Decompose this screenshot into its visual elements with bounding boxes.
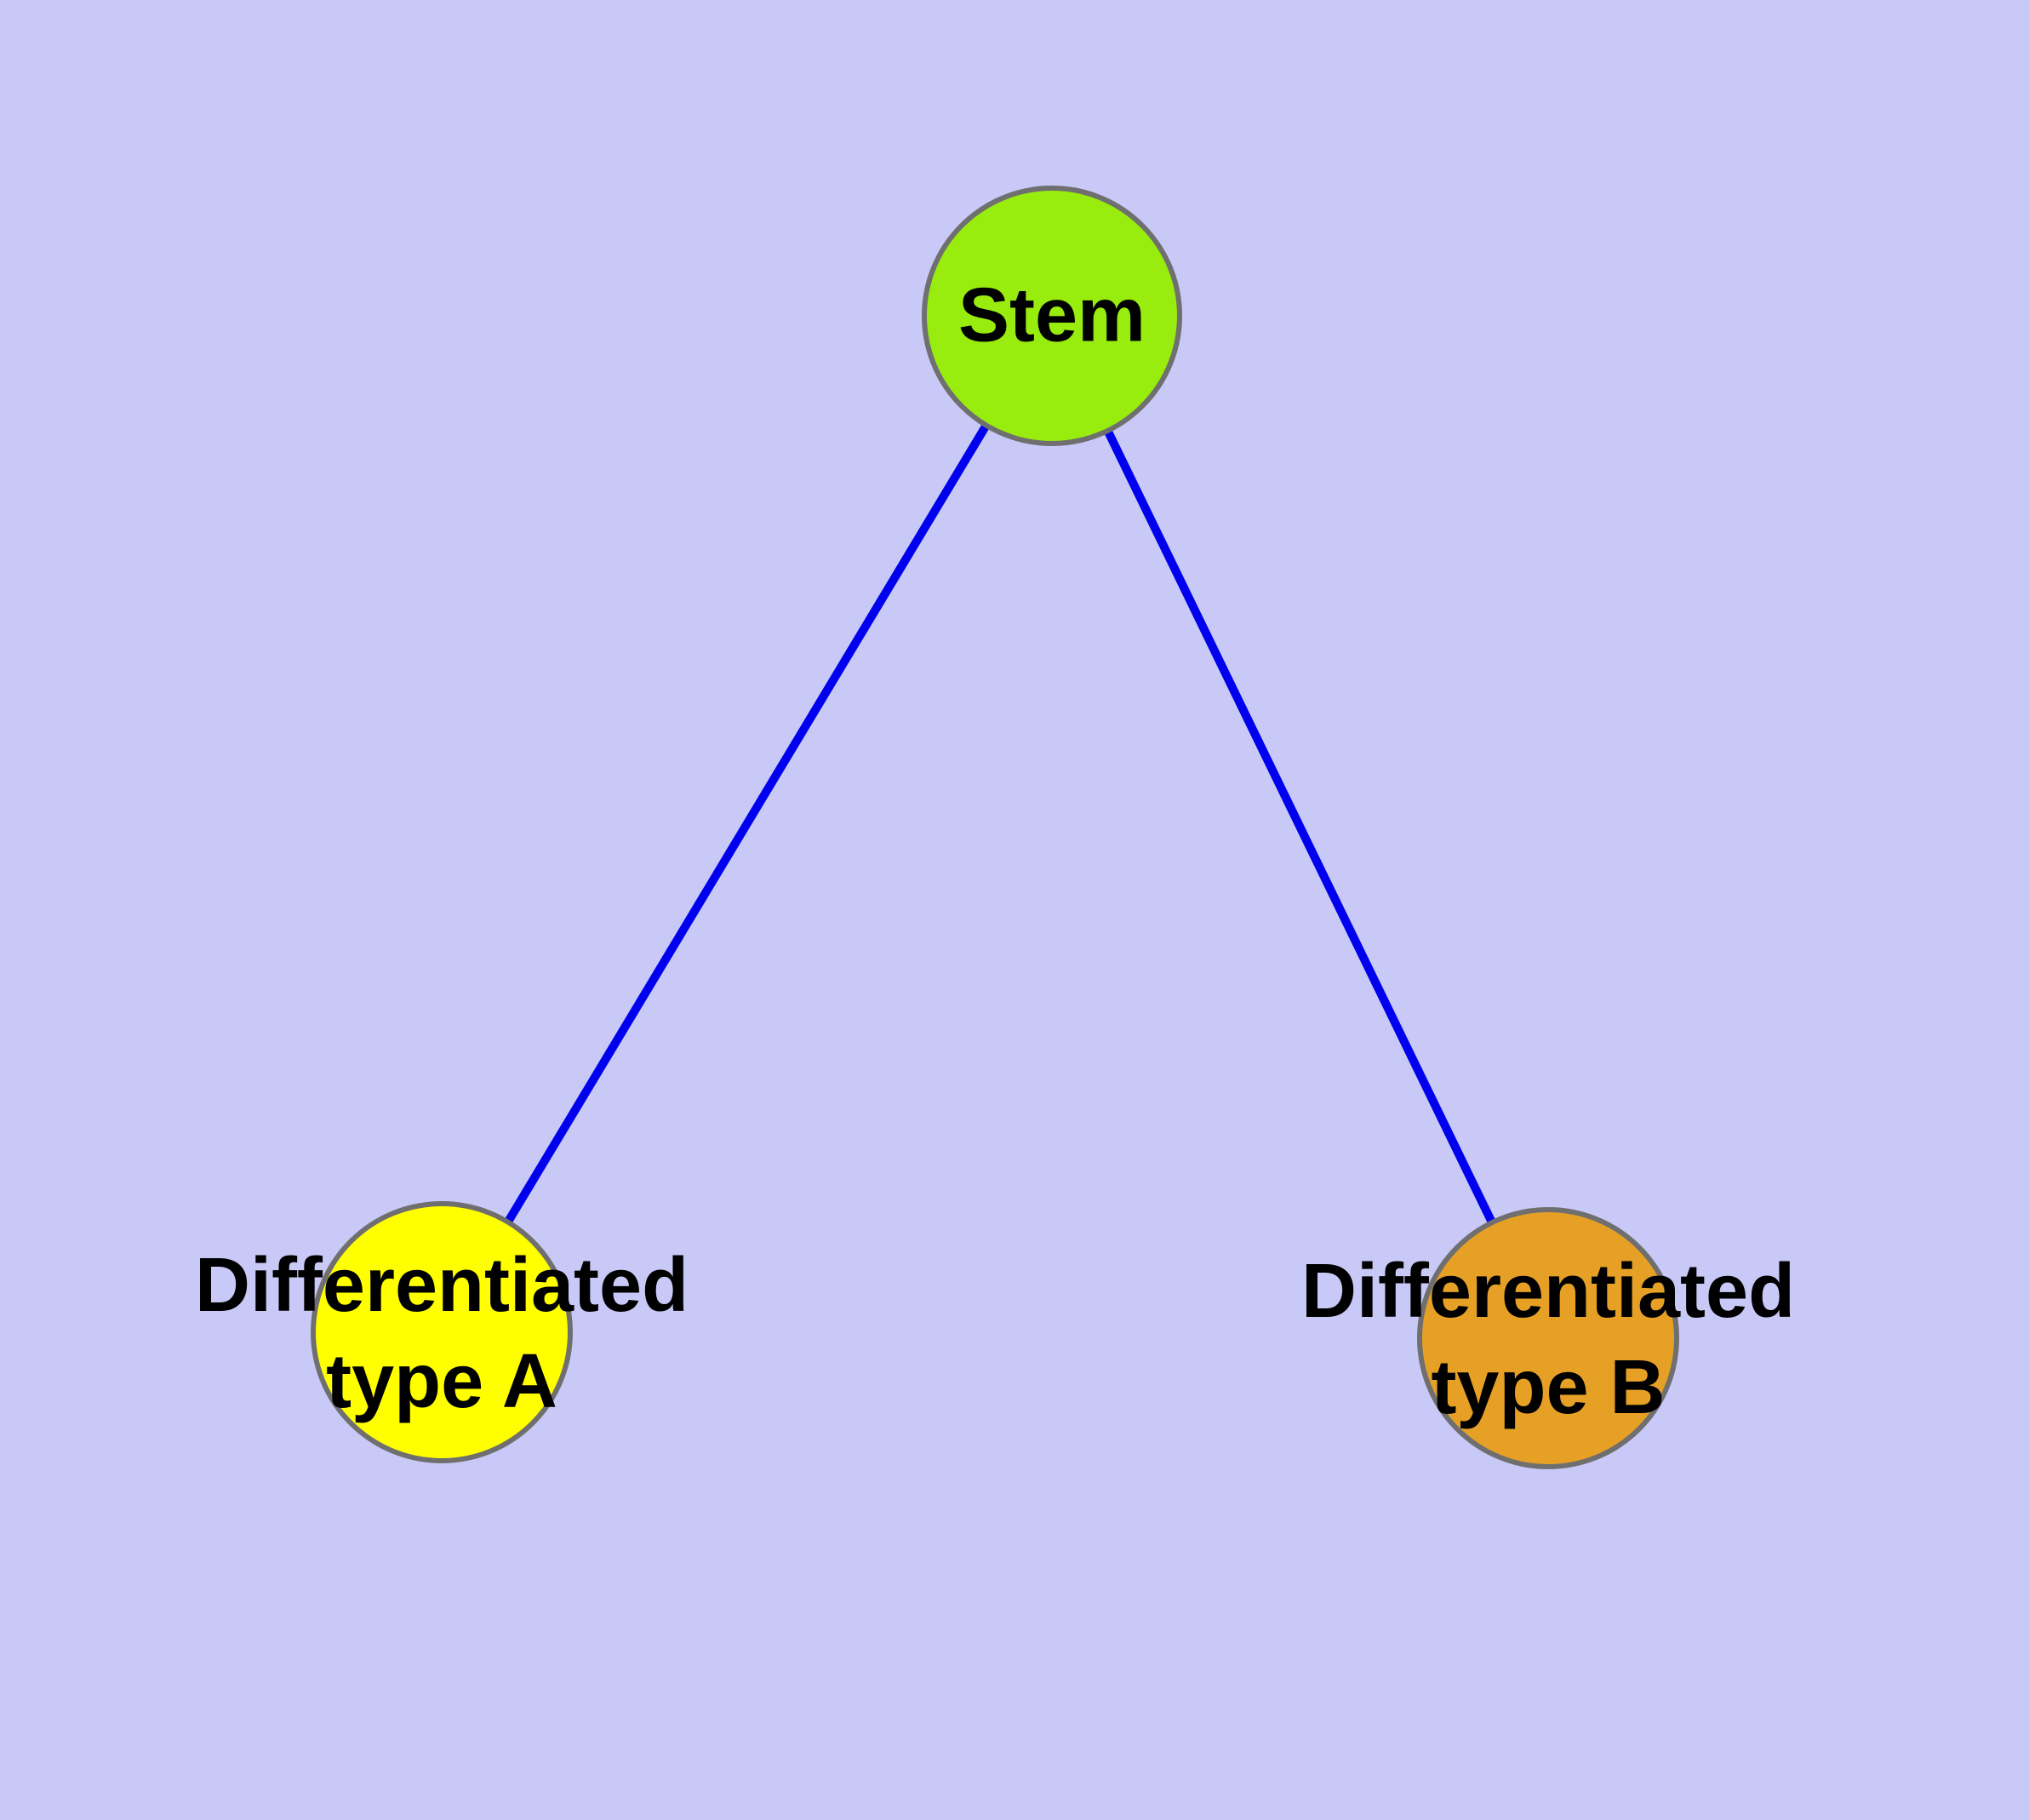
node-stem-circle [922,186,1182,446]
node-type-a-circle [311,1201,573,1463]
node-type-b-circle [1417,1207,1679,1469]
edge-stem-to-type-b [1048,313,1552,1341]
edge-stem-to-type-a [437,313,1056,1335]
